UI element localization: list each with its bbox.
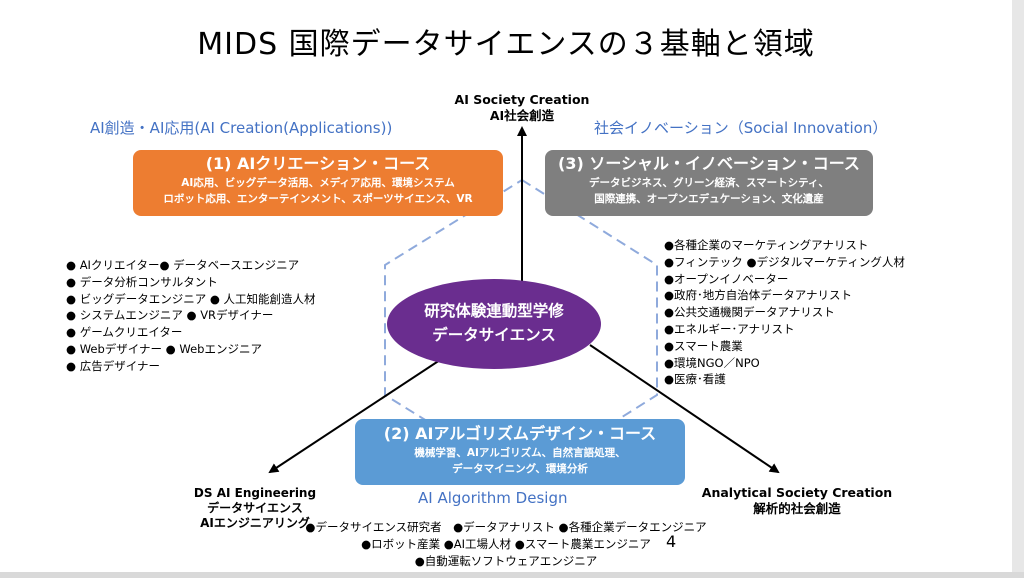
list-item: ● Webデザイナー ● Webエンジニア: [66, 341, 262, 356]
axis-right-arrow: [589, 344, 780, 474]
course-ai-algorithm-design: (2) AIアルゴリズムデザイン・コース 機械学習、AIアルゴリズム、自然言語処…: [355, 419, 685, 485]
list-item: ●政府･地方自治体データアナリスト: [664, 288, 853, 303]
course-desc-line2: ロボット応用、エンターテインメント、スポーツサイエンス、VR: [163, 193, 473, 205]
axis-left-arrow: [268, 359, 441, 474]
course-title: (1) AIクリエーション・コース: [205, 154, 431, 173]
list-item: ● ビッグデータエンジニア ● 人工知能創造人材: [66, 291, 316, 306]
list-item: ●各種企業のマーケティングアナリスト: [664, 238, 869, 252]
apex-right-line2: 解析的社会創造: [753, 501, 841, 516]
window-edge-right: [1012, 0, 1024, 578]
list-item: ●スマート農業: [664, 338, 743, 353]
apex-left-label: DS AI Engineering データサイエンス AIエンジニアリング: [150, 486, 360, 531]
center-line1: 研究体験連動型学修: [424, 302, 564, 320]
center-ellipse: 研究体験連動型学修 データサイエンス: [387, 279, 601, 369]
list-item: ●データサイエンス研究者 ●データアナリスト ●各種企業データエンジニア: [305, 520, 707, 534]
course-desc-line1: AI応用、ビッグデータ活用、メディア応用、環境システム: [181, 177, 455, 189]
list-item: ●オープンイノベーター: [664, 271, 789, 286]
list-item: ●自動運転ソフトウェアエンジニア: [414, 554, 598, 568]
list-item: ● 広告デザイナー: [66, 358, 160, 373]
apex-left-line2: データサイエンス: [207, 501, 303, 515]
page-number: 4: [666, 532, 677, 551]
list-item: ●医療･看護: [664, 372, 726, 387]
bottom-career-list: ●データサイエンス研究者 ●データアナリスト ●各種企業データエンジニア ●ロボ…: [0, 519, 1012, 570]
list-item: ● ゲームクリエイター: [66, 325, 183, 340]
apex-right-label: Analytical Society Creation 解析的社会創造: [690, 485, 904, 517]
course-ai-creation: (1) AIクリエーション・コース AI応用、ビッグデータ活用、メディア応用、環…: [133, 150, 503, 216]
course-title: (2) AIアルゴリズムデザイン・コース: [383, 424, 657, 443]
list-item: ● データ分析コンサルタント: [66, 274, 218, 289]
course-desc-line2: データマイニング、環境分析: [452, 463, 588, 475]
list-item: ●エネルギー･アナリスト: [664, 321, 795, 336]
list-item: ● AIクリエイター● データベースエンジニア: [66, 258, 300, 272]
list-item: ●ロボット産業 ●AI工場人材 ●スマート農業エンジニア: [361, 537, 651, 551]
apex-left-line3: AIエンジニアリング: [200, 516, 310, 530]
apex-right-line1: Analytical Society Creation: [701, 485, 893, 500]
axis-label-bottom: AI Algorithm Design: [418, 489, 568, 507]
apex-top-label: AI Society Creation AI社会創造: [420, 92, 624, 124]
course-desc-line2: 国際連携、オープンエデュケーション、文化遺産: [594, 193, 824, 205]
list-item: ●フィンテック ●デジタルマーケティング人材: [664, 254, 905, 269]
course-title: (3) ソーシャル・イノベーション・コース: [558, 154, 860, 173]
list-item: ●公共交通機関データアナリスト: [664, 305, 835, 320]
course-desc-line1: 機械学習、AIアルゴリズム、自然言語処理、: [414, 447, 626, 459]
list-item: ● システムエンジニア ● VRデザイナー: [66, 308, 274, 323]
left-career-list: ● AIクリエイター● データベースエンジニア ● データ分析コンサルタント ●…: [66, 257, 316, 375]
apex-top-line2: AI社会創造: [489, 108, 555, 123]
list-item: ●環境NGO／NPO: [664, 355, 760, 370]
center-line2: データサイエンス: [432, 326, 556, 344]
window-edge-bottom: [0, 572, 1024, 578]
course-social-innovation: (3) ソーシャル・イノベーション・コース データビジネス、グリーン経済、スマー…: [545, 150, 873, 216]
axis-label-left: AI創造・AI応用(AI Creation(Applications)): [90, 119, 393, 137]
axis-label-right: 社会イノベーション（Social Innovation）: [594, 119, 888, 137]
apex-top-line1: AI Society Creation: [454, 92, 590, 107]
page-title: MIDS 国際データサイエンスの３基軸と領域: [197, 27, 815, 62]
right-career-list: ●各種企業のマーケティングアナリスト ●フィンテック ●デジタルマーケティング人…: [664, 237, 905, 388]
course-desc-line1: データビジネス、グリーン経済、スマートシティ、: [588, 177, 830, 189]
apex-left-line1: DS AI Engineering: [193, 486, 317, 500]
